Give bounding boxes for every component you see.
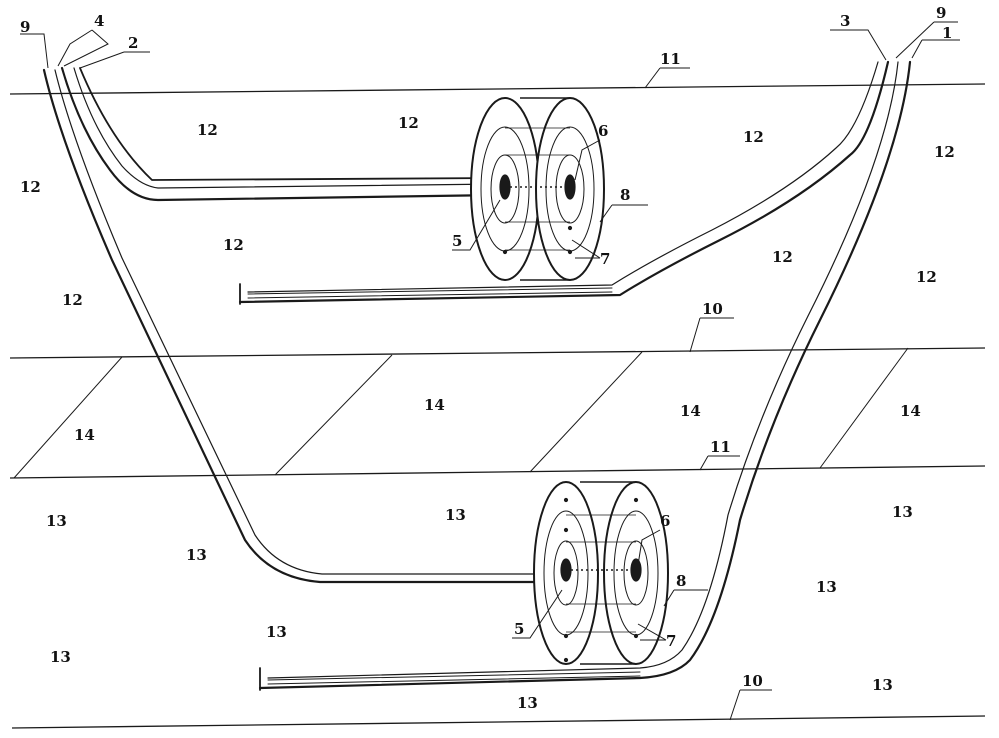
leader-1b: [911, 39, 923, 59]
zone-12-label: 12: [223, 236, 244, 254]
well-left-lower-outer: [42, 68, 550, 584]
hatch-line: [819, 347, 909, 469]
drum-dot: [563, 633, 569, 639]
well-right-upper-inner: [247, 61, 879, 293]
leader-11-lower-b: [699, 455, 709, 471]
zone-13-label: 13: [50, 648, 71, 666]
drum-dot: [563, 657, 569, 663]
zone-12-label: 12: [20, 178, 41, 196]
well-left-upper-inner: [73, 67, 501, 189]
label-8-upper: 8: [620, 186, 630, 204]
label-5-lower: 5: [514, 620, 524, 638]
well-left-lower-inner: [54, 69, 549, 575]
hatch-line: [529, 351, 643, 473]
zone-13-label: 13: [445, 506, 466, 524]
leader-2b: [79, 51, 125, 69]
zone-13-label: 13: [892, 503, 913, 521]
drum-dot: [567, 225, 573, 231]
zone-13-label: 13: [816, 578, 837, 596]
leader-8-lower-b: [663, 589, 675, 607]
label-9-right: 9: [936, 4, 946, 22]
drum-dot: [563, 497, 569, 503]
zone-13-label: 13: [186, 546, 207, 564]
upper-roof-line: [9, 83, 986, 95]
label-4: 4: [94, 12, 104, 30]
zone-14-label: 14: [900, 402, 921, 420]
hatch-line: [13, 356, 123, 479]
zone-14-label: 14: [74, 426, 95, 444]
leader-4: [57, 29, 93, 67]
label-5-upper: 5: [452, 232, 462, 250]
label-7-lower: 7: [666, 632, 676, 650]
zone-13-label: 13: [517, 694, 538, 712]
leader-6-lower: [637, 529, 661, 566]
drum-dot: [633, 633, 639, 639]
label-1: 1: [942, 24, 952, 42]
well-2-branch: [79, 67, 501, 181]
leader-10-lower-b: [729, 689, 741, 721]
zone-12-label: 12: [772, 248, 793, 266]
upper-floor-line: [9, 347, 986, 359]
label-6-upper: 6: [598, 122, 608, 140]
drum-ring: [623, 540, 649, 606]
leader-5-upper: [452, 199, 501, 251]
well-right-lower-inner: [267, 61, 899, 679]
well-right-upper-outer: [238, 60, 890, 304]
zone-13-label: 13: [872, 676, 893, 694]
zone-13-label: 13: [46, 512, 67, 530]
leader-6-upper: [574, 139, 601, 181]
lower-floor-line: [11, 715, 986, 729]
well-right-lower-tube: [267, 671, 641, 685]
leader-3: [830, 29, 887, 61]
leader-7-upper: [571, 239, 601, 259]
hatch-line: [274, 354, 393, 476]
label-11-lower: 11: [710, 438, 731, 456]
zone-12-label: 12: [197, 121, 218, 139]
well-right-upper-tube: [247, 287, 613, 299]
leader-7-lower: [637, 623, 667, 641]
drum-dot: [633, 497, 639, 503]
interlayer-hatching: [13, 347, 909, 479]
label-3: 3: [840, 12, 850, 30]
zone-14-label: 14: [680, 402, 701, 420]
lower-drum: [533, 481, 669, 665]
stratum-lines: [9, 83, 986, 729]
leader-4b: [63, 29, 109, 67]
lower-roof-line: [9, 465, 986, 479]
label-6-lower: 6: [660, 512, 670, 530]
zone-12-label: 12: [916, 268, 937, 286]
upper-drum: [470, 97, 605, 281]
label-7-upper: 7: [600, 250, 610, 268]
label-10-lower: 10: [742, 672, 763, 690]
zone-12-label: 12: [743, 128, 764, 146]
label-11-upper: 11: [660, 50, 681, 68]
zone-12-label: 12: [934, 143, 955, 161]
leader-9-right-b: [895, 21, 935, 59]
leader-9-left: [20, 33, 49, 69]
leader-11-upper-b: [644, 67, 661, 89]
labels: 9 4 2 3 9 1 11 10 11 10 5 6 8 7 5 6 8 7 …: [20, 4, 955, 712]
drum-dot: [567, 249, 573, 255]
zone-13-label: 13: [266, 623, 287, 641]
wells: [42, 60, 912, 691]
well-left-upper-outer: [60, 66, 502, 202]
drum-dot: [563, 527, 569, 533]
drum-dot: [502, 249, 508, 255]
label-9-left: 9: [20, 18, 30, 36]
label-2: 2: [128, 34, 138, 52]
label-8-lower: 8: [676, 572, 686, 590]
label-10-upper: 10: [702, 300, 723, 318]
leader-8-upper-b: [599, 204, 613, 223]
zone-14-label: 14: [424, 396, 445, 414]
leader-5-lower: [512, 589, 563, 639]
well-right-lower-outer: [258, 60, 912, 690]
drum-ring: [553, 540, 579, 606]
zone-12-label: 12: [398, 114, 419, 132]
leader-lines: [20, 21, 960, 721]
leader-10-upper-b: [689, 317, 701, 353]
zone-12-label: 12: [62, 291, 83, 309]
